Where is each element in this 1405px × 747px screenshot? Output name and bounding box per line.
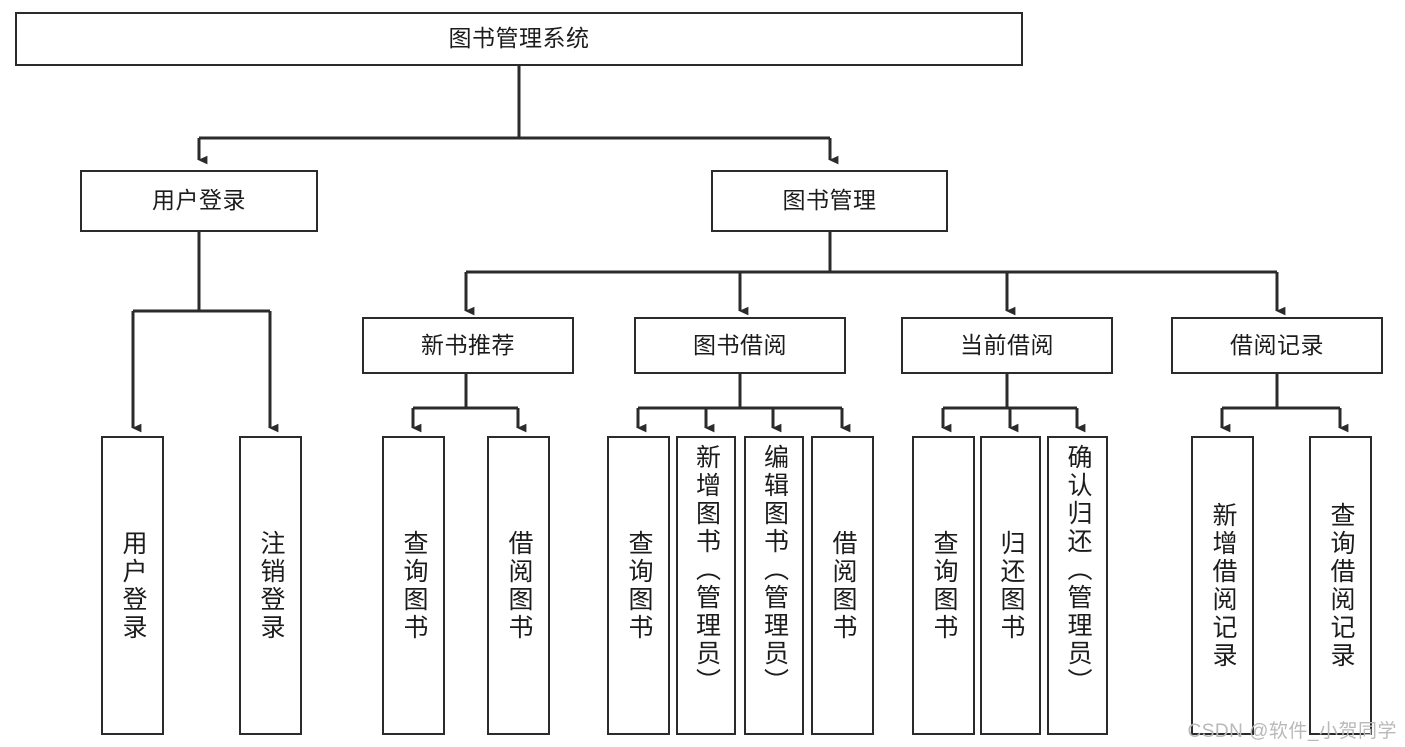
node-leaf-add-book-label: 新增图书（管理员）: [692, 444, 721, 696]
csdn-watermark: CSDN @软件_小贺同学: [1187, 721, 1397, 742]
node-leaf-query-book-2[interactable]: 查询图书: [607, 436, 670, 735]
node-new-book-recommend[interactable]: 新书推荐: [362, 317, 574, 374]
node-book-borrow-label: 图书借阅: [693, 331, 787, 358]
node-borrow-record[interactable]: 借阅记录: [1171, 317, 1383, 374]
node-leaf-user-login[interactable]: 用户登录: [101, 436, 164, 735]
node-root[interactable]: 图书管理系统: [15, 12, 1023, 66]
node-leaf-borrow-book-2[interactable]: 借阅图书: [811, 436, 874, 735]
node-leaf-borrow-book-1-label: 借阅图书: [505, 529, 533, 642]
node-leaf-query-record[interactable]: 查询借阅记录: [1309, 436, 1372, 735]
node-leaf-confirm-return-label: 确认归还（管理员）: [1064, 444, 1092, 696]
node-root-label: 图书管理系统: [448, 25, 590, 52]
node-current-borrow-label: 当前借阅: [960, 331, 1054, 358]
node-leaf-query-record-label: 查询借阅记录: [1327, 501, 1355, 670]
node-leaf-borrow-book-2-label: 借阅图书: [829, 529, 857, 642]
node-leaf-borrow-book-1[interactable]: 借阅图书: [487, 436, 550, 735]
node-leaf-add-record-label: 新增借阅记录: [1209, 501, 1237, 670]
node-leaf-query-book-2-label: 查询图书: [625, 529, 653, 642]
node-user-login[interactable]: 用户登录: [80, 170, 318, 232]
node-leaf-edit-book-label: 编辑图书（管理员）: [760, 444, 789, 696]
node-borrow-record-label: 借阅记录: [1230, 331, 1324, 358]
node-leaf-confirm-return[interactable]: 确认归还（管理员）: [1047, 436, 1108, 735]
node-book-manage[interactable]: 图书管理: [711, 170, 948, 232]
node-leaf-add-book[interactable]: 新增图书（管理员）: [676, 436, 736, 735]
node-leaf-edit-book[interactable]: 编辑图书（管理员）: [744, 436, 804, 735]
node-current-borrow[interactable]: 当前借阅: [901, 317, 1113, 374]
node-leaf-query-book-3[interactable]: 查询图书: [912, 436, 975, 735]
node-book-borrow[interactable]: 图书借阅: [634, 317, 846, 374]
node-leaf-return-book[interactable]: 归还图书: [980, 436, 1041, 735]
node-leaf-add-record[interactable]: 新增借阅记录: [1191, 436, 1254, 735]
node-leaf-user-logout-label: 注销登录: [257, 529, 285, 642]
node-leaf-user-logout[interactable]: 注销登录: [239, 436, 302, 735]
node-user-login-label: 用户登录: [152, 187, 246, 214]
node-leaf-query-book-1[interactable]: 查询图书: [382, 436, 445, 735]
node-leaf-return-book-label: 归还图书: [997, 529, 1025, 642]
node-leaf-query-book-3-label: 查询图书: [930, 529, 958, 642]
node-new-book-recommend-label: 新书推荐: [421, 331, 515, 358]
node-leaf-user-login-label: 用户登录: [119, 529, 147, 642]
node-leaf-query-book-1-label: 查询图书: [400, 529, 428, 642]
node-book-manage-label: 图书管理: [782, 187, 877, 214]
